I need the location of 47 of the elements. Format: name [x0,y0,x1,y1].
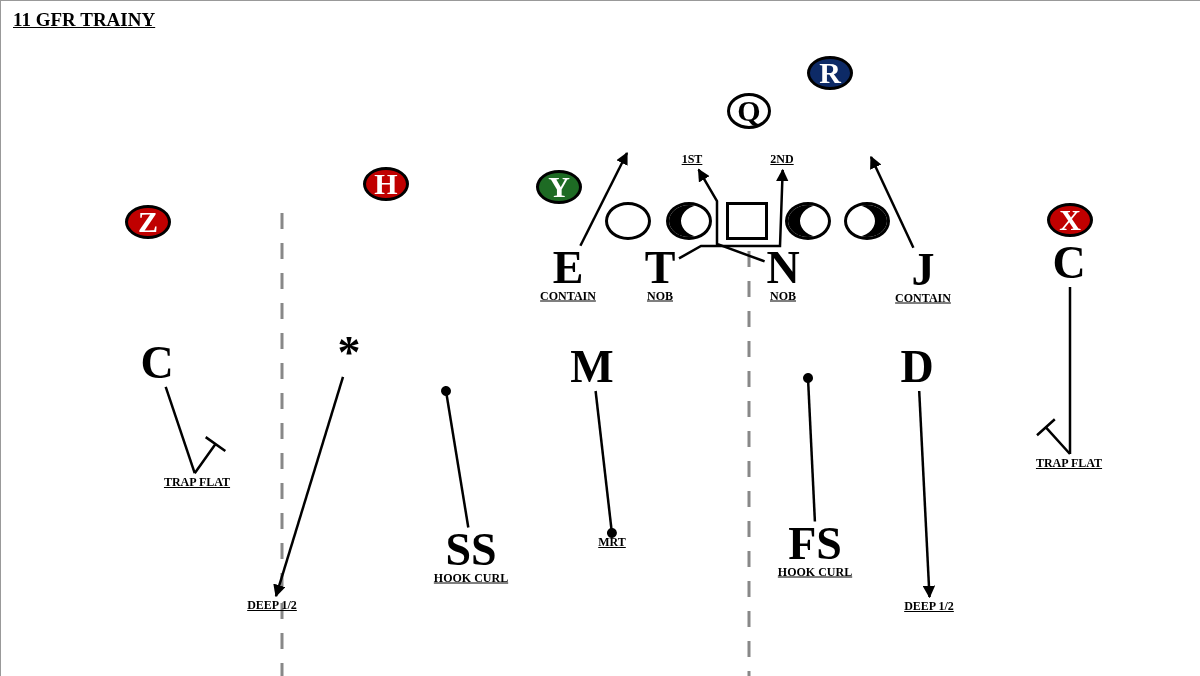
route-arrow [273,376,345,598]
assignment-label: CONTAIN [895,290,951,305]
assignment-label: HOOK CURL [433,570,509,585]
route-arrow [678,168,789,260]
assignment-label: TRAP FLAT [1035,456,1103,470]
center-square [726,202,768,240]
route-line [1035,287,1072,456]
route-arrow [697,168,766,263]
route-arrow [917,390,936,599]
player-letter: * [337,333,361,373]
route-line [803,373,817,522]
assignment-label: 2ND [770,152,794,166]
assignment-label: NOB [647,288,673,303]
assignment-label: DEEP 1/2 [904,599,954,613]
player-marker: Z [125,205,171,239]
assignment-label: 1ST [681,152,703,166]
player-marker: Q [727,93,771,129]
player-marker: Y [536,170,582,204]
player-letter: E [552,247,584,288]
route-arrow [869,155,915,249]
player-letter: SS [445,529,497,570]
player-letter: T [644,247,676,288]
player-marker: X [1047,203,1093,237]
route-line [441,386,470,528]
player-letter: C [140,343,174,383]
lineman-oval [605,202,651,240]
player-letter: D [900,347,934,387]
assignment-label: HOOK CURL [777,564,853,579]
assignment-label: NOB [770,288,796,303]
lineman-oval [666,202,712,240]
lineman-oval [785,202,831,240]
assignment-label: TRAP FLAT [163,475,231,489]
route-line [164,386,227,475]
player-marker: R [807,56,853,90]
player-letter: FS [788,523,842,564]
player-letter: M [570,347,614,387]
player-letter: J [911,249,935,290]
route-line [594,390,617,538]
lineman-oval [844,202,890,240]
assignment-label: CONTAIN [540,288,596,303]
assignment-label: MRT [598,535,626,549]
route-arrow [579,151,629,247]
player-letter: N [766,247,800,288]
player-letter: C [1052,243,1086,283]
diagram-title: 11 GFR TRAINY [13,9,156,31]
assignment-label: DEEP 1/2 [247,598,297,612]
player-marker: H [363,167,409,201]
